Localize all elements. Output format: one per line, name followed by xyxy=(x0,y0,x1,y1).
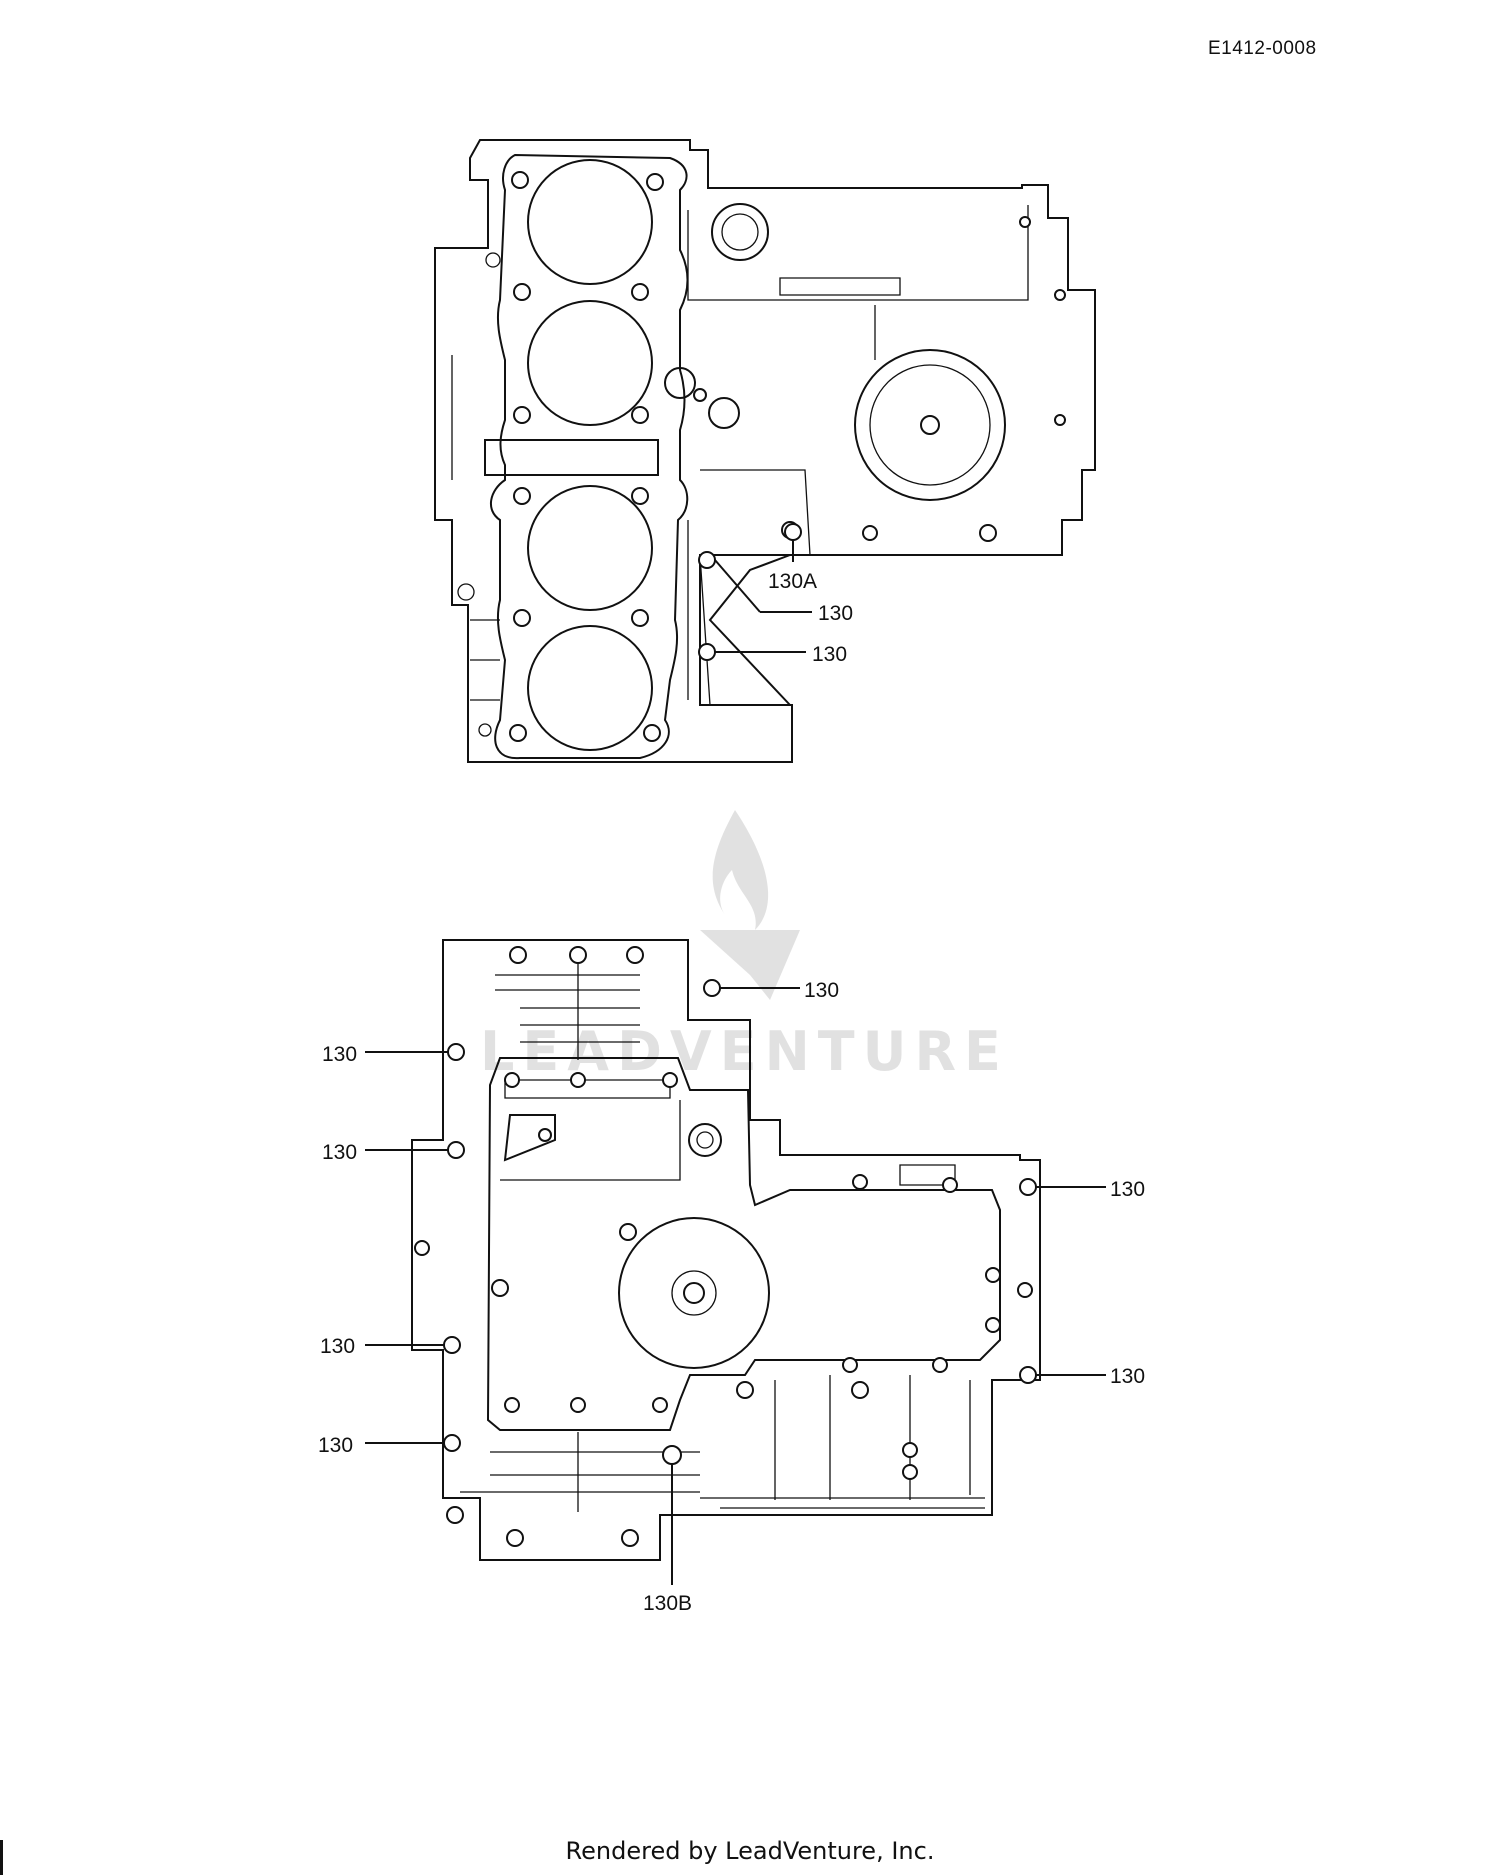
callout-130b: 130B xyxy=(643,1592,692,1615)
callout-130-lower-5: 130 xyxy=(320,1335,355,1358)
callout-130-lower-2: 130 xyxy=(322,1043,357,1066)
callout-130-lower-4: 130 xyxy=(1110,1178,1145,1201)
callout-130-upper-2: 130 xyxy=(812,643,847,666)
callout-130a: 130A xyxy=(768,570,817,593)
callout-130-lower-6: 130 xyxy=(1110,1365,1145,1388)
diagram-code: E1412-0008 xyxy=(1208,38,1317,59)
callout-130-lower-1: 130 xyxy=(804,979,839,1002)
footer-credit: Rendered by LeadVenture, Inc. xyxy=(565,1837,935,1865)
callout-130-lower-7: 130 xyxy=(318,1434,353,1457)
callout-130-upper-1: 130 xyxy=(818,602,853,625)
edge-mark xyxy=(0,1840,3,1875)
callout-130-lower-3: 130 xyxy=(322,1141,357,1164)
